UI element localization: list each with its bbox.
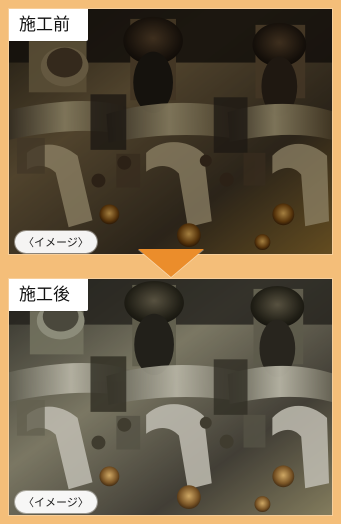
after-panel: 施工後 〈イメージ〉 [8,278,333,516]
before-panel: 施工前 〈イメージ〉 [8,8,333,255]
down-arrow-icon [138,249,204,277]
engine-photo-after [9,279,332,515]
after-label-tab: 施工後 [9,279,88,311]
engine-photo-before [9,9,332,254]
before-image-badge: 〈イメージ〉 [15,231,97,253]
before-label-tab: 施工前 [9,9,88,41]
after-image-badge: 〈イメージ〉 [15,491,97,513]
